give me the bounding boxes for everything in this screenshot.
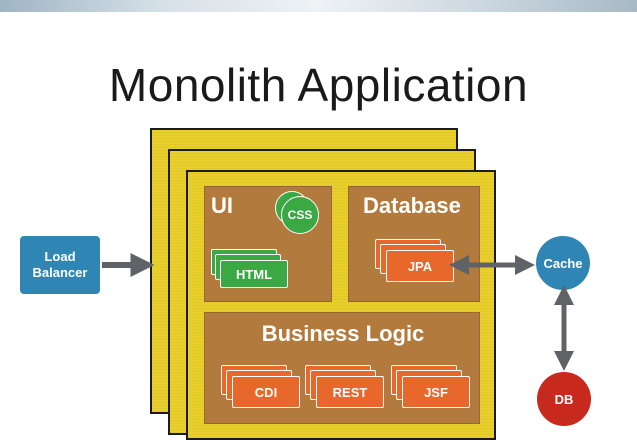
jsf-label: JSF (424, 384, 448, 400)
database-panel: Database JPA (348, 186, 480, 302)
ui-panel-title: UI (211, 193, 233, 218)
cdi-card: CDI (232, 376, 300, 408)
rest-label: REST (332, 384, 368, 400)
jpa-card: JPA (386, 250, 454, 282)
jsf-card: JSF (402, 376, 470, 408)
db-node: DB (537, 372, 591, 426)
jpa-label: JPA (407, 258, 433, 274)
business-logic-title: Business Logic (261, 321, 425, 346)
css-bubble: CSS (281, 196, 319, 234)
cache-label: Cache (543, 255, 583, 271)
rest-card: REST (316, 376, 384, 408)
db-label: DB (554, 391, 574, 407)
html-card: HTML (220, 260, 288, 288)
css-label: CSS (287, 208, 313, 222)
top-banner-strip (0, 0, 637, 12)
load-balancer-line2: Balancer (32, 265, 88, 280)
business-logic-panel: Business Logic CDI REST JSF (204, 312, 480, 424)
html-label: HTML (235, 266, 273, 282)
diagram-title: Monolith Application (108, 59, 529, 111)
load-balancer-node: Load Balancer (20, 236, 100, 294)
app-instance-front: UI CSS HTML Database JPA Business Logic … (186, 170, 496, 440)
ui-panel: UI CSS HTML (204, 186, 332, 302)
database-panel-title: Database (363, 193, 461, 218)
load-balancer-line1: Load (44, 249, 76, 264)
cdi-label: CDI (254, 384, 278, 400)
cache-node: Cache (536, 236, 590, 290)
